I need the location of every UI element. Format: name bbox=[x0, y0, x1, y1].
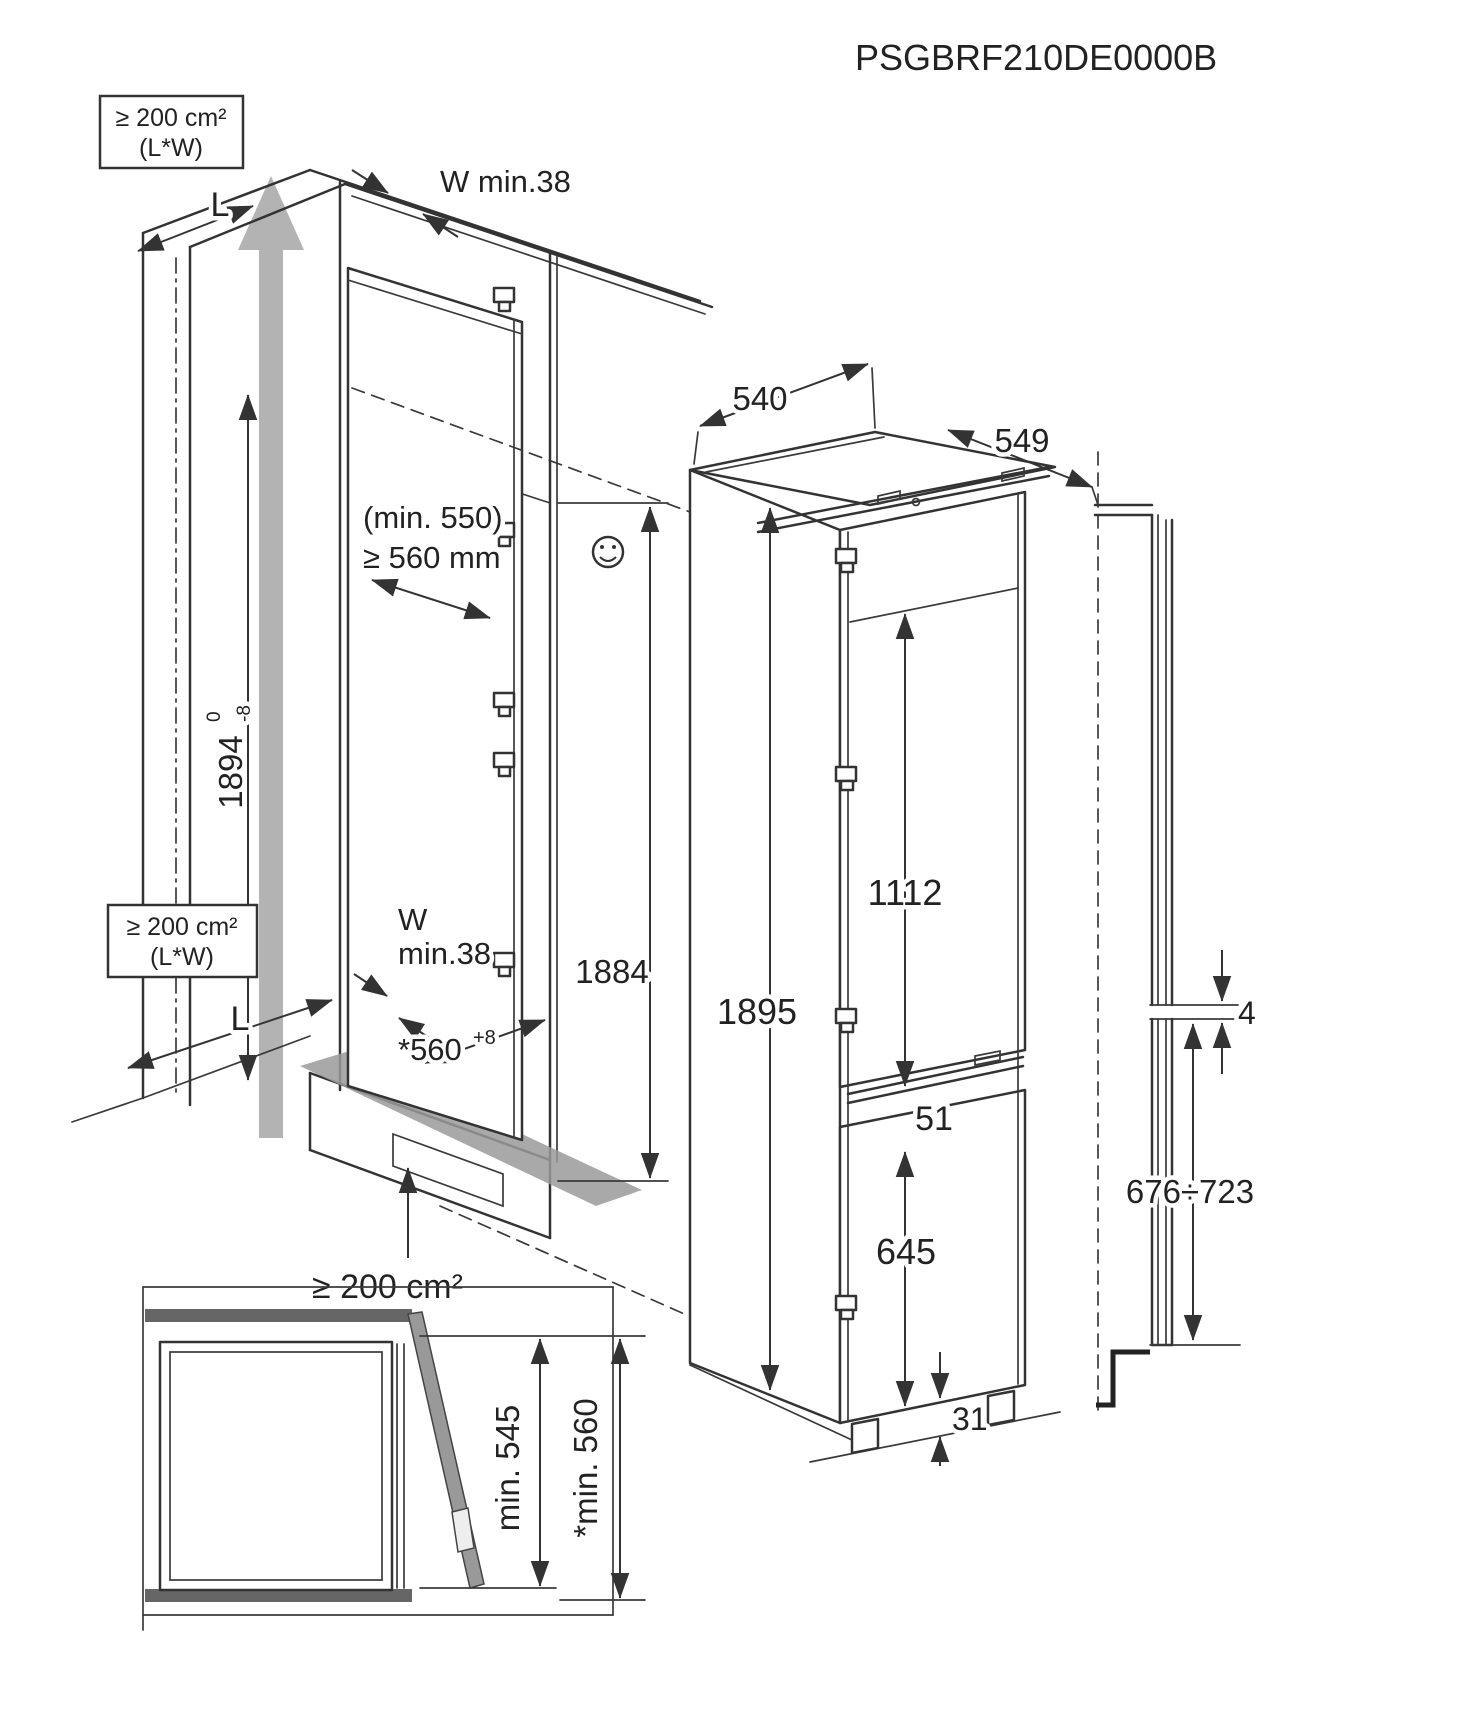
niche-height-dimension: 1894 0 -8 bbox=[200, 701, 260, 814]
wall-bottom bbox=[145, 1589, 412, 1602]
vent-area-side-line2: (L*W) bbox=[150, 943, 214, 971]
length-label-top: L bbox=[211, 186, 230, 224]
vent-area-side-box: ≥ 200 cm² (L*W) bbox=[106, 903, 259, 979]
bottom-step: 31 bbox=[952, 1401, 988, 1437]
appliance-width: 540 bbox=[732, 380, 787, 417]
niche-height-value: 1894 bbox=[212, 735, 249, 808]
airflow-up-arrow-icon bbox=[238, 176, 304, 1138]
upper-door-height: 1112 bbox=[868, 872, 943, 913]
hinge-icons bbox=[492, 286, 516, 978]
plinth-vent-slot bbox=[392, 1132, 504, 1208]
appliance-left-face bbox=[688, 468, 842, 1425]
length-label-bottom: L bbox=[231, 1000, 250, 1038]
depth-note: (min. 550) bbox=[363, 500, 503, 535]
wall-top bbox=[145, 1309, 412, 1322]
lower-door-height: 645 bbox=[876, 1231, 936, 1272]
door-panel-detail: 4 676÷723 bbox=[1093, 451, 1260, 1413]
plan-view: min. 545 *min. 560 bbox=[142, 1286, 646, 1631]
appliance-hinge-icons bbox=[834, 547, 858, 1321]
panel-gap: 4 bbox=[1238, 995, 1256, 1031]
appliance-depth: 549 bbox=[994, 422, 1049, 459]
interior-height: 1884 bbox=[575, 953, 648, 990]
door-gap: 51 bbox=[915, 1100, 953, 1138]
door-handle-icon bbox=[451, 1507, 475, 1553]
furniture-door-panel bbox=[346, 266, 524, 1142]
niche-height-tol-upper: 0 bbox=[204, 711, 225, 722]
wall-min-width-side-line1: W bbox=[398, 902, 428, 937]
niche-drawing: ≥ 200 cm² (L*W) ≥ 200 cm² (L*W) L W min.… bbox=[71, 94, 714, 1321]
plan-min-depth: min. 545 bbox=[489, 1405, 526, 1532]
lower-door bbox=[838, 1088, 1027, 1425]
bottom-depth-tolerance: +8 bbox=[473, 1027, 496, 1049]
front-foot bbox=[850, 1417, 880, 1455]
front-foot bbox=[986, 1389, 1016, 1427]
appliance-height: 1895 bbox=[717, 991, 797, 1032]
wall-min-width-top: W min.38 bbox=[440, 164, 571, 199]
model-number: PSGBRF210DE0000B bbox=[855, 37, 1217, 78]
vent-area-side-line1: ≥ 200 cm² bbox=[127, 913, 238, 941]
cabinet-plan bbox=[158, 1340, 394, 1592]
bottom-depth-value: *560 bbox=[398, 1032, 462, 1067]
lower-panel-height-range: 676÷723 bbox=[1126, 1173, 1254, 1210]
niche-height-tol-lower: -8 bbox=[234, 705, 255, 722]
depth-recommended: ≥ 560 mm bbox=[363, 540, 501, 575]
wall-min-width-side-line2: min.38 bbox=[398, 936, 491, 971]
vent-area-top-line1: ≥ 200 cm² bbox=[116, 104, 227, 132]
appliance-drawing: 540 549 1895 1112 51 645 31 bbox=[688, 363, 1099, 1466]
plan-min-depth-with-door: *min. 560 bbox=[567, 1398, 604, 1537]
vent-area-top-box: ≥ 200 cm² (L*W) bbox=[98, 94, 245, 170]
upper-door bbox=[838, 490, 1027, 1089]
smiley-icon bbox=[591, 535, 625, 569]
vent-area-top-line2: (L*W) bbox=[139, 134, 203, 162]
